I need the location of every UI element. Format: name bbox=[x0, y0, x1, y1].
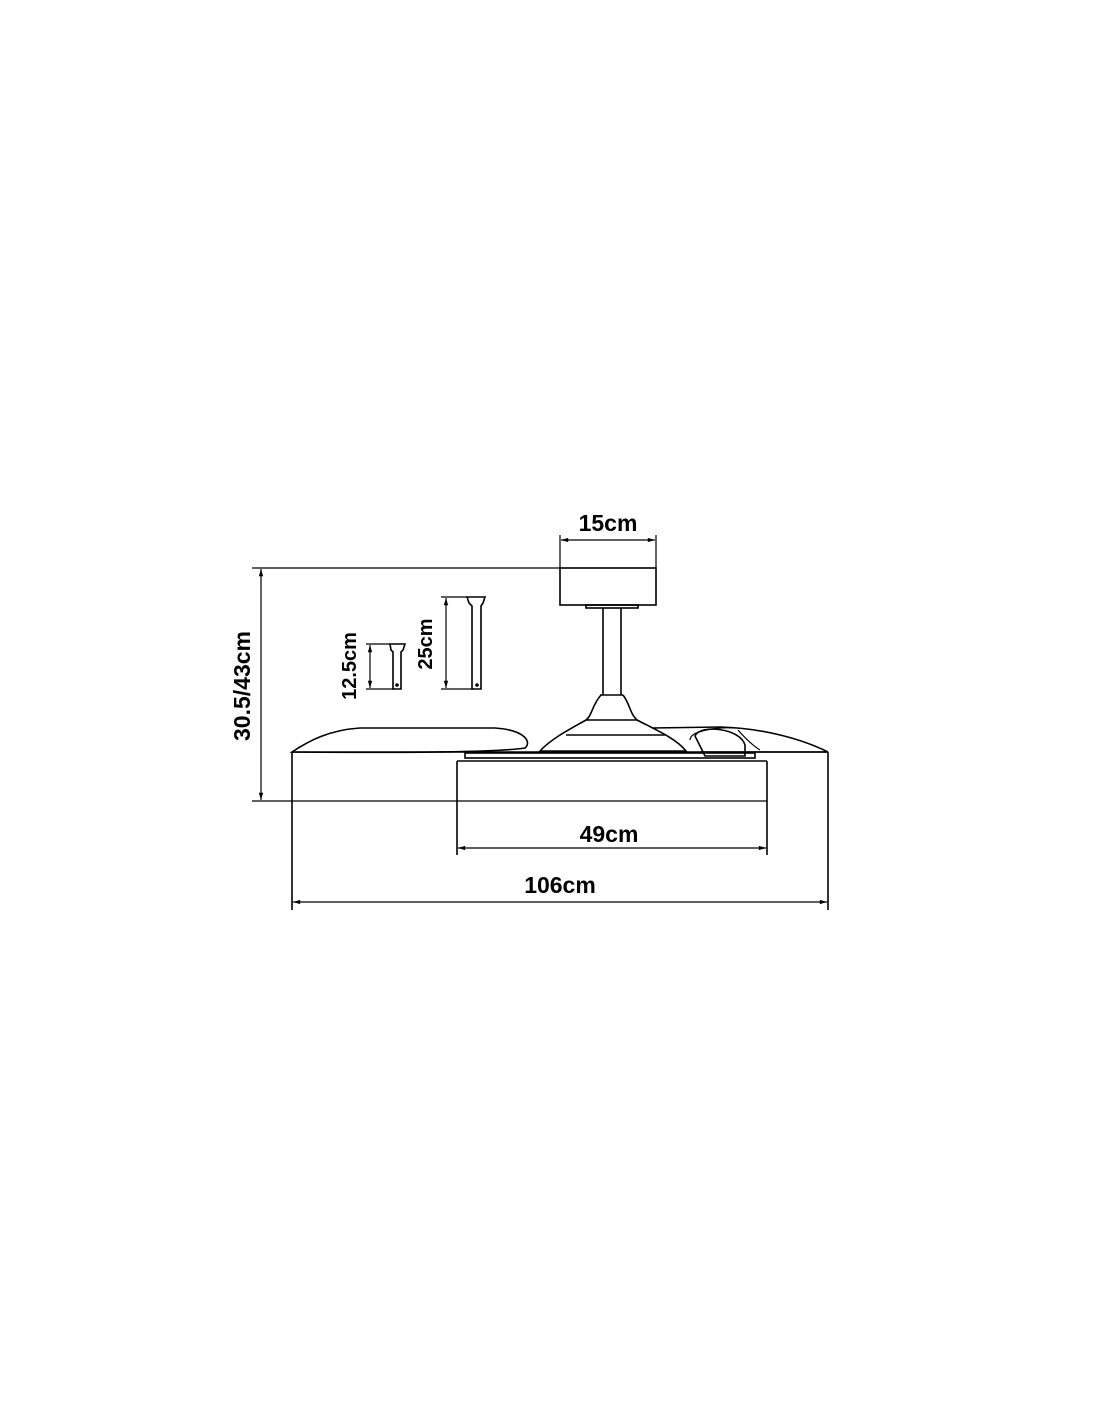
left-blade bbox=[289, 727, 529, 754]
light-body bbox=[292, 751, 828, 855]
short-downrod-drawing bbox=[366, 643, 407, 690]
short-downrod-label: 12.5cm bbox=[339, 632, 361, 700]
height-label: 30.5/43cm bbox=[229, 631, 255, 741]
canopy-width-label: 15cm bbox=[579, 510, 638, 536]
long-downrod-drawing bbox=[441, 596, 487, 690]
light-width-label: 49cm bbox=[580, 821, 639, 847]
motor-housing bbox=[538, 694, 688, 752]
long-downrod-label: 25cm bbox=[415, 618, 437, 669]
canopy bbox=[559, 567, 657, 609]
blade-span-label: 106cm bbox=[524, 872, 596, 898]
downrod bbox=[600, 608, 623, 696]
